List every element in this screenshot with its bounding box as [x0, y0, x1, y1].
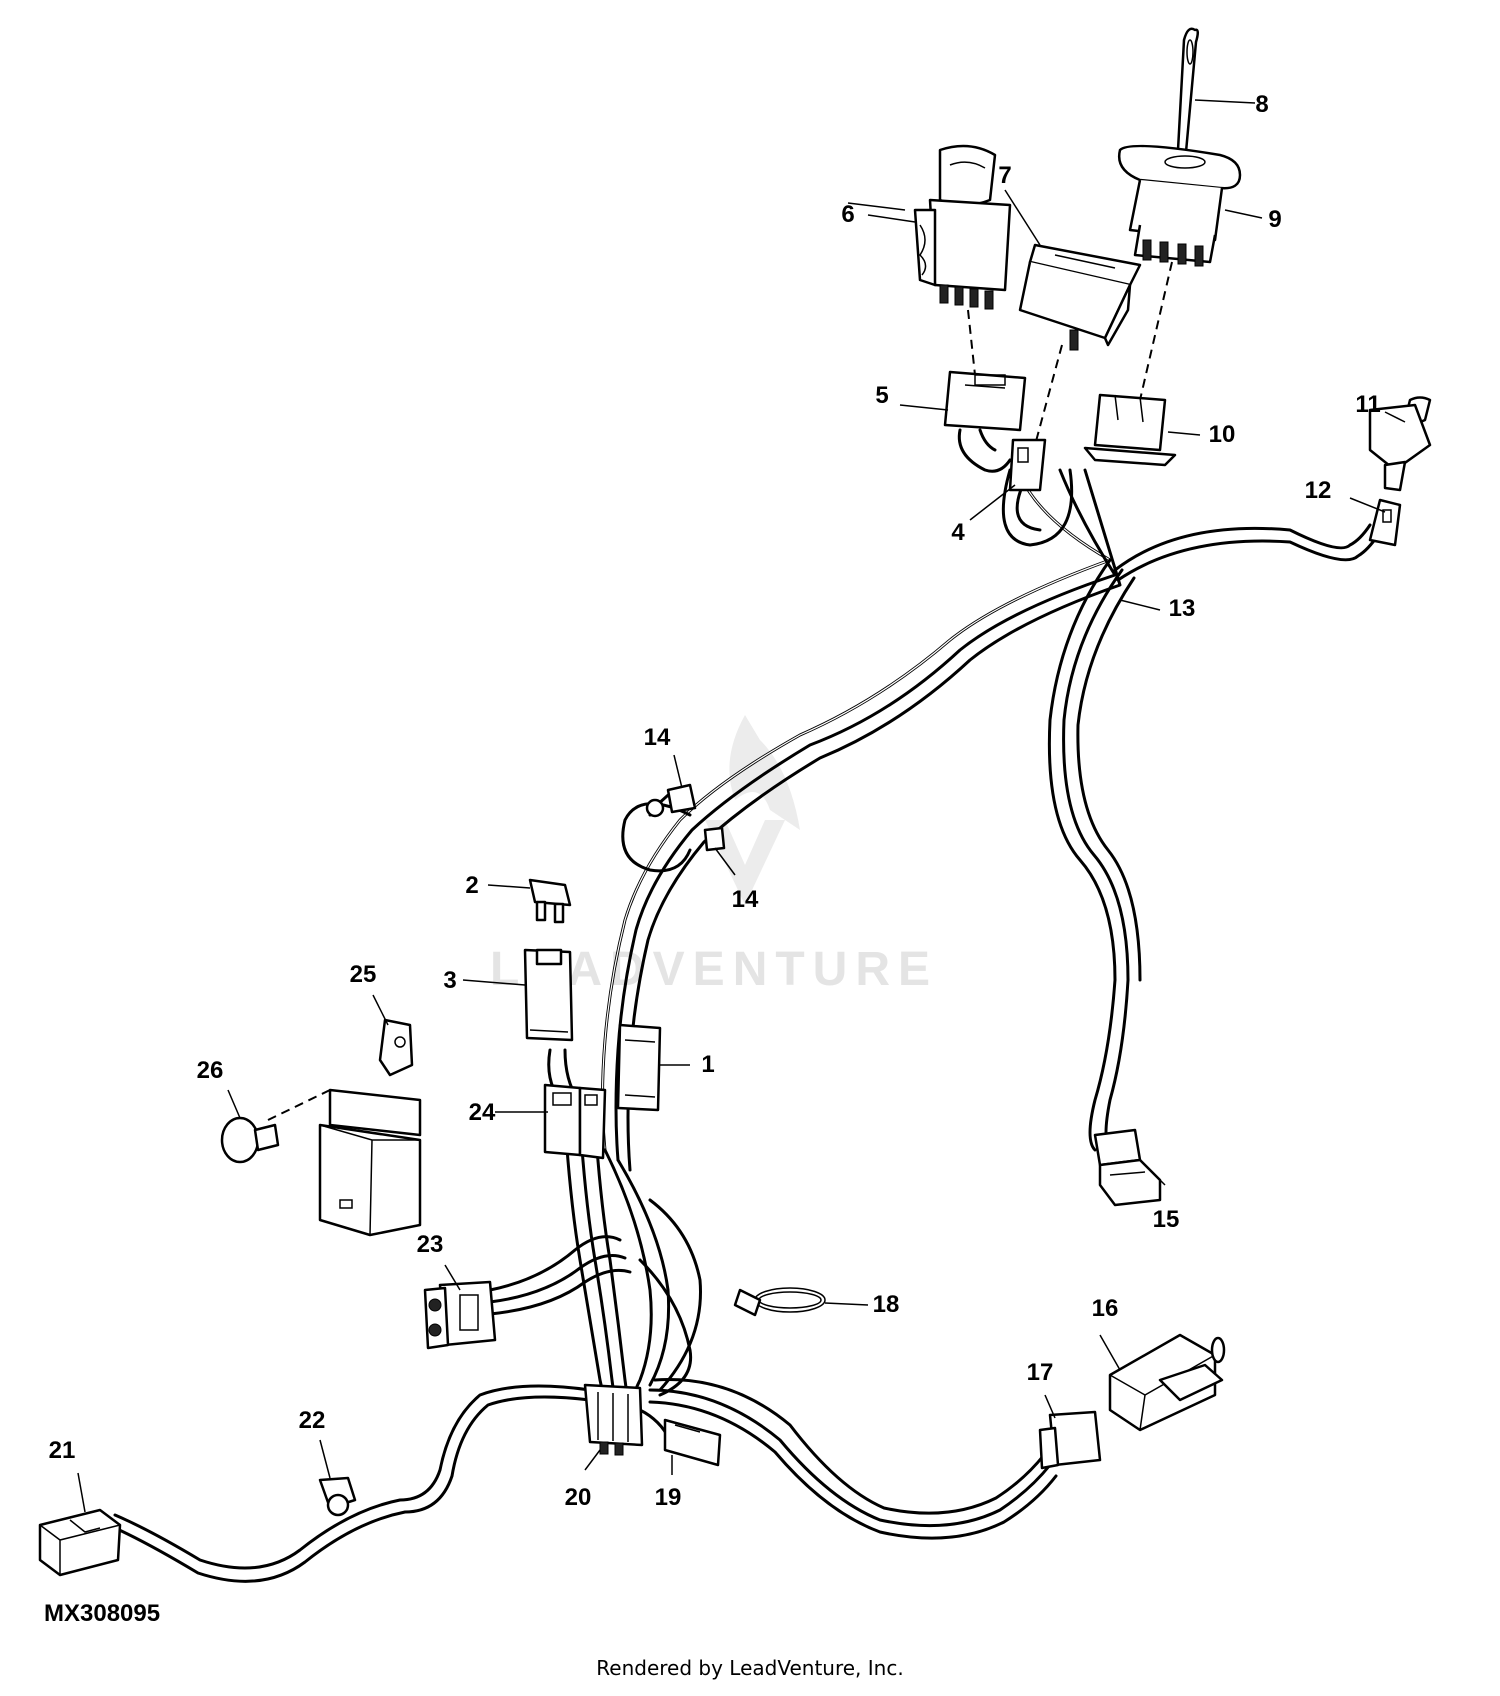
fuse-holder	[523, 948, 574, 1042]
terminal-14b	[703, 826, 726, 852]
callout-20: 20	[565, 1484, 592, 1511]
leader-lines	[77, 99, 1406, 1513]
relay	[318, 1018, 422, 1237]
callouts: 1 2 3 4 5 6 7 8 9 10 11 12 13 14 14 15 1…	[49, 91, 1381, 1511]
connector-10	[1083, 393, 1177, 467]
connector-17	[1038, 1410, 1102, 1470]
push-pin	[220, 1116, 280, 1164]
seat-switch	[1368, 396, 1432, 492]
leader-7	[1004, 189, 1041, 246]
callout-9: 9	[1268, 206, 1281, 233]
connector-24	[543, 1083, 607, 1160]
connector-12	[1368, 498, 1402, 547]
fuse	[528, 878, 572, 924]
callout-4: 4	[951, 519, 965, 546]
rocker-switch	[1018, 243, 1142, 351]
callout-26: 26	[197, 1057, 224, 1084]
render-credit: Rendered by LeadVenture, Inc.	[596, 1656, 904, 1680]
callout-18: 18	[873, 1291, 900, 1318]
callout-1: 1	[701, 1051, 714, 1078]
callout-15: 15	[1153, 1206, 1180, 1233]
connector-1	[616, 1023, 662, 1112]
callout-21: 21	[49, 1437, 76, 1464]
wire-harness	[113, 468, 1380, 1583]
cable-tie	[733, 1287, 826, 1317]
callout-16: 16	[1092, 1295, 1119, 1322]
alignment-lines	[267, 261, 1173, 1121]
callout-24: 24	[469, 1099, 496, 1126]
callout-13: 13	[1169, 595, 1196, 622]
connector-23	[423, 1280, 497, 1350]
callout-12: 12	[1305, 477, 1332, 504]
callout-25: 25	[350, 961, 377, 988]
callout-8: 8	[1255, 91, 1268, 118]
callout-3: 3	[443, 967, 456, 994]
connector-15	[1093, 1128, 1162, 1207]
brake-switch	[1108, 1333, 1226, 1432]
connector-19	[663, 1418, 722, 1467]
diagram-id: MX308095	[44, 1600, 161, 1627]
terminal-14a	[645, 783, 697, 818]
connector-5	[943, 370, 1027, 473]
connector-20	[583, 1383, 644, 1456]
callout-6: 6	[841, 201, 854, 228]
callout-10: 10	[1209, 421, 1236, 448]
callout-2: 2	[465, 872, 478, 899]
callout-23: 23	[417, 1231, 444, 1258]
callout-17: 17	[1027, 1359, 1054, 1386]
callout-19: 19	[655, 1484, 682, 1511]
ignition-switch	[1117, 144, 1242, 267]
callout-11: 11	[1355, 391, 1380, 418]
leader-6	[847, 202, 906, 211]
connector-21	[38, 1508, 122, 1577]
connector-4	[1008, 438, 1047, 492]
clip	[318, 1476, 357, 1517]
callout-7: 7	[998, 162, 1011, 189]
callout-14a: 14	[644, 724, 671, 751]
callout-22: 22	[299, 1407, 326, 1434]
callout-5: 5	[875, 382, 888, 409]
key	[1176, 27, 1199, 154]
pto-switch	[913, 144, 1012, 310]
callout-14b: 14	[732, 886, 759, 913]
